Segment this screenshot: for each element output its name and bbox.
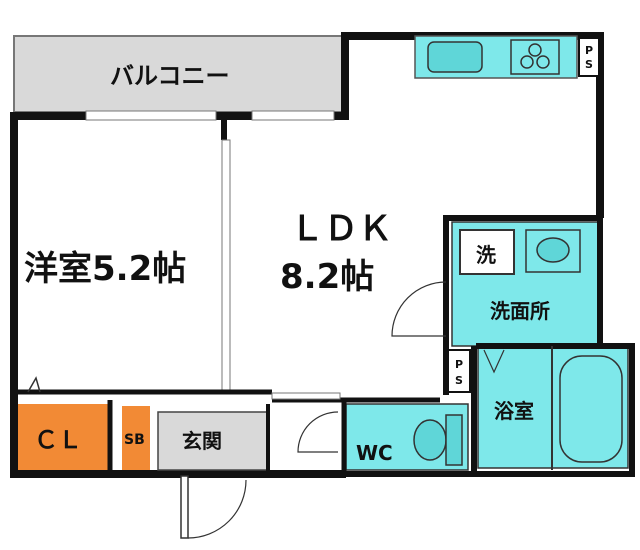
- toilet-door-swing: [297, 411, 339, 453]
- washer-box: [459, 229, 515, 275]
- western-room-label: 洋室5.2帖: [24, 249, 186, 289]
- washroom-wall: [443, 215, 603, 395]
- balcony-area: [13, 35, 345, 113]
- burner-icon: [520, 55, 534, 69]
- entry-door: [180, 475, 189, 539]
- pipe-shaft-top-label-1: P: [585, 44, 593, 57]
- pipe-shaft-top-label-2: S: [585, 58, 593, 71]
- burner-icon: [528, 43, 542, 57]
- bathtub-icon: [559, 355, 623, 463]
- washroom-door-swing: [391, 281, 447, 337]
- toilet-label: WC: [356, 441, 393, 465]
- toilet-bowl-icon: [413, 419, 447, 461]
- closet-label: ＣＬ: [34, 426, 82, 454]
- bathroom-wall: [471, 343, 635, 477]
- kitchen-sink: [427, 41, 483, 73]
- shoe-box-label: SB: [124, 432, 145, 448]
- bathroom-label: 浴室: [494, 399, 534, 423]
- basin-icon: [536, 237, 570, 263]
- toilet-tank-icon: [445, 414, 463, 466]
- pipe-shaft-mid-label-2: S: [455, 374, 463, 387]
- opening-ldk: [271, 392, 341, 400]
- sliding-door: [221, 139, 231, 391]
- outer-walls: [10, 32, 604, 478]
- balcony-label: バルコニー: [110, 62, 230, 90]
- vanity-icon: [525, 229, 581, 273]
- stove-icon: [510, 39, 560, 75]
- window-ldk: [251, 110, 335, 121]
- ldk-size-label: 8.2帖: [280, 257, 374, 297]
- pipe-shaft-top: [578, 37, 600, 77]
- closet-area: [18, 404, 108, 470]
- entry-door-swing: [187, 479, 247, 539]
- entrance-area: [157, 411, 269, 471]
- burner-icon: [536, 55, 550, 69]
- bathroom-door-mark: [483, 349, 505, 374]
- window-western: [85, 110, 217, 121]
- shoe-box: [122, 406, 150, 470]
- pipe-shaft-mid-label-1: P: [455, 358, 463, 371]
- closet-door-mark: [27, 376, 41, 393]
- washroom-label: 洗面所: [490, 299, 550, 323]
- ldk-label: ＬＤＫ: [290, 209, 392, 249]
- entrance-label: 玄関: [182, 429, 222, 453]
- washer-label: 洗: [476, 243, 496, 267]
